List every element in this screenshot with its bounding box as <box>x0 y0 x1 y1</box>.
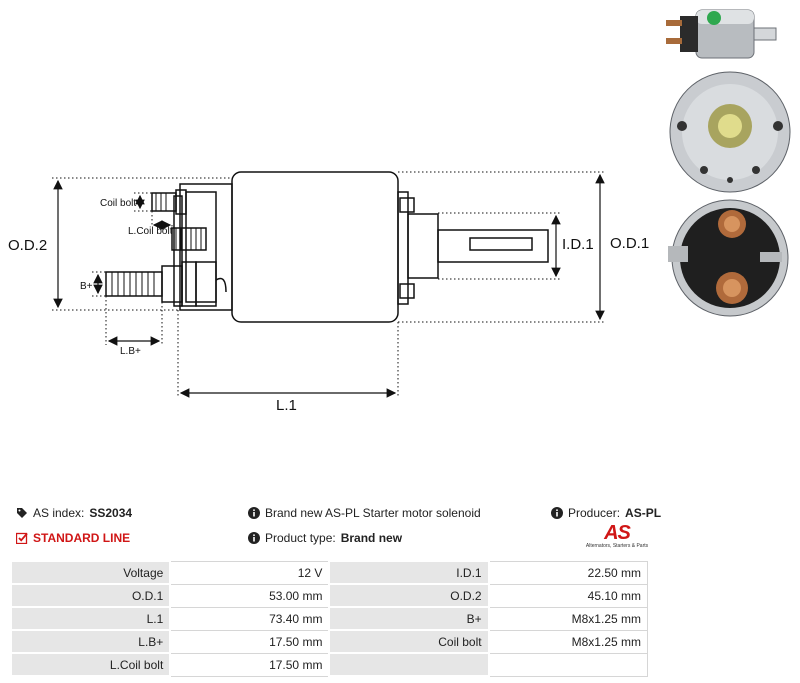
spec-value: M8x1.25 mm <box>488 606 648 631</box>
as-index: AS index: SS2034 <box>16 506 132 520</box>
solenoid-technical-drawing: O.D.2 O.D.1 I.D.1 L.1 B+ L.B+ Coil bolt … <box>8 171 649 414</box>
spec-value: M8x1.25 mm <box>488 629 648 654</box>
spec-key: L.Coil bolt <box>9 652 172 677</box>
lbplus-label: L.B+ <box>120 346 141 357</box>
as-index-value: SS2034 <box>89 506 133 520</box>
product-photo-front <box>669 71 791 193</box>
info-icon <box>551 507 563 519</box>
spec-key: I.D.1 <box>328 560 490 585</box>
product-type-label: Product type: <box>265 531 336 545</box>
spec-key: L.B+ <box>9 629 172 654</box>
description-text: Brand new AS-PL Starter motor solenoid <box>265 506 481 520</box>
od2-label: O.D.2 <box>8 237 47 254</box>
as-index-label: AS index: <box>33 506 85 520</box>
producer: Producer: AS-PL <box>551 506 661 520</box>
coil-bolt-threads <box>171 227 207 251</box>
spec-key: B+ <box>328 606 490 631</box>
as-pl-logo: AS Alternators, Starters & Parts <box>584 523 650 550</box>
plunger <box>437 229 549 263</box>
logo-tagline: Alternators, Starters & Parts <box>585 543 649 549</box>
rear-cap <box>179 183 233 311</box>
product-photo-side <box>666 9 777 59</box>
coil-bolt-label: Coil bolt <box>100 198 136 209</box>
product-type: Product type: Brand new <box>248 531 402 545</box>
spec-key: O.D.2 <box>328 583 490 608</box>
spec-key: Voltage <box>9 560 172 585</box>
lcoil-bolt-label: L.Coil bolt <box>128 226 173 237</box>
spec-value: 73.40 mm <box>169 606 330 631</box>
spec-key: O.D.1 <box>9 583 172 608</box>
standard-line-text: STANDARD LINE <box>33 531 131 545</box>
spec-value: 22.50 mm <box>488 560 648 585</box>
spec-value: 17.50 mm <box>169 652 330 677</box>
l1-label: L.1 <box>276 397 297 414</box>
spec-value: 45.10 mm <box>488 583 648 608</box>
product-photo-rear <box>668 199 789 317</box>
checkbox-check-icon <box>16 532 28 544</box>
spec-key <box>328 652 490 677</box>
od1-label: O.D.1 <box>610 235 649 252</box>
spec-value: 53.00 mm <box>169 583 330 608</box>
id1-label: I.D.1 <box>562 236 594 253</box>
bplus-label: B+ <box>80 281 93 292</box>
producer-label: Producer: <box>568 506 621 520</box>
spec-value: 17.50 mm <box>169 629 330 654</box>
spec-value: 12 V <box>169 560 330 585</box>
spec-key: Coil bolt <box>328 629 490 654</box>
info-icon <box>248 532 260 544</box>
product-description: Brand new AS-PL Starter motor solenoid <box>248 506 481 520</box>
producer-value: AS-PL <box>625 506 662 520</box>
standard-line: STANDARD LINE <box>16 531 130 545</box>
info-icon <box>248 507 260 519</box>
product-type-value: Brand new <box>340 531 403 545</box>
spec-value <box>488 652 648 677</box>
solenoid-body <box>231 171 399 323</box>
spec-key: L.1 <box>9 606 172 631</box>
tag-icon <box>17 508 27 518</box>
logo-mark: AS <box>604 522 631 544</box>
